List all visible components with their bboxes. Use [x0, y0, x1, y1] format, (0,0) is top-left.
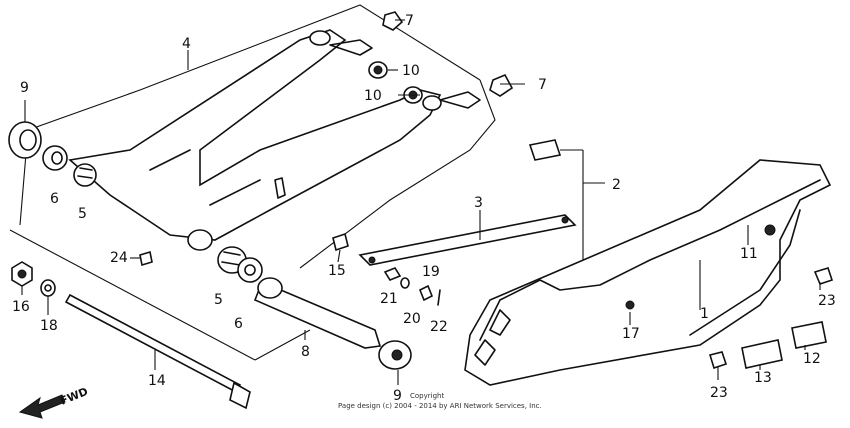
- pivot-washer: [40, 279, 56, 297]
- callout-14: 14: [148, 373, 166, 389]
- callout-5-right: 5: [214, 292, 223, 308]
- callout-16: 16: [12, 299, 30, 315]
- callout-3: 3: [474, 195, 483, 211]
- callout-10-top: 10: [402, 63, 420, 79]
- callout-20: 20: [403, 311, 421, 327]
- bearing-left: [73, 163, 97, 187]
- callout-labels: 1 2 3 4 5 5 6 6 7 7 8 9 9 10 10 11 12 13…: [12, 13, 836, 404]
- callout-21: 21: [380, 291, 398, 307]
- case-bolts: [708, 267, 834, 370]
- label-stickers: [741, 321, 827, 369]
- torque-link: [358, 214, 577, 266]
- callout-19: 19: [422, 264, 440, 280]
- small-hardware: [383, 267, 441, 306]
- callout-18: 18: [40, 318, 58, 334]
- callout-11: 11: [740, 246, 758, 262]
- grease-fitting: [139, 250, 153, 267]
- chain-case: [464, 159, 832, 386]
- frame-outline: [9, 4, 496, 361]
- fwd-label: FWD: [58, 385, 90, 408]
- copyright: Copyright Page design (c) 2004 - 2014 by…: [338, 392, 542, 410]
- callout-4: 4: [182, 36, 191, 52]
- callout-12: 12: [803, 351, 821, 367]
- clips: [382, 11, 514, 97]
- oil-seal-left: [8, 121, 42, 159]
- callout-13: 13: [754, 370, 772, 386]
- callout-24: 24: [110, 250, 128, 266]
- callout-8: 8: [301, 344, 310, 360]
- callout-6-left: 6: [50, 191, 59, 207]
- callout-7-top: 7: [405, 13, 414, 29]
- fwd-arrow-icon: [18, 394, 66, 419]
- callout-9-bottom: 9: [393, 388, 402, 404]
- callout-23-top: 23: [818, 293, 836, 309]
- callout-5-left: 5: [78, 206, 87, 222]
- callout-6-right: 6: [234, 316, 243, 332]
- bearing-right: [217, 246, 263, 283]
- callout-23-bottom: 23: [710, 385, 728, 401]
- callout-7-right: 7: [538, 77, 547, 93]
- pivot-bolt: [64, 293, 251, 410]
- callout-2: 2: [612, 177, 621, 193]
- copyright-line2: Page design (c) 2004 - 2014 by ARI Netwo…: [338, 402, 542, 410]
- callout-22: 22: [430, 319, 448, 335]
- swing-arm: [68, 29, 481, 251]
- pivot-collar: [253, 277, 382, 349]
- torque-bolt: [332, 232, 349, 252]
- leader-lines: [21, 19, 821, 385]
- dust-seal-left: [42, 145, 68, 171]
- callout-10-bottom: 10: [364, 88, 382, 104]
- label-sticker-top: [528, 139, 562, 161]
- callout-17: 17: [622, 326, 640, 342]
- callout-1: 1: [700, 306, 709, 322]
- callout-15: 15: [328, 263, 346, 279]
- callout-9-left: 9: [20, 80, 29, 96]
- pivot-nut: [11, 261, 33, 287]
- fwd-arrow: FWD: [18, 385, 90, 419]
- oil-seal-bottom: [378, 340, 412, 370]
- copyright-line1: Copyright: [410, 392, 444, 400]
